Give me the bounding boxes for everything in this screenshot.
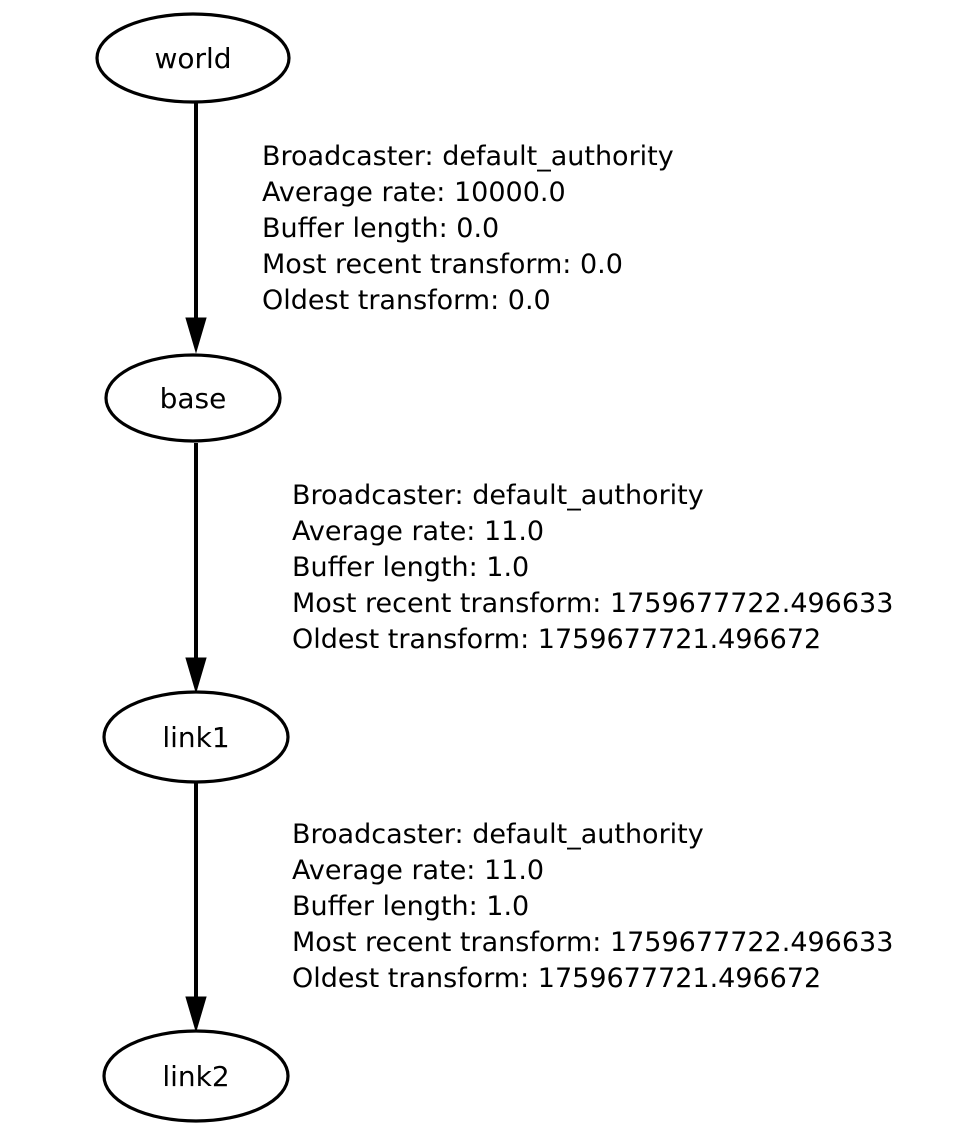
edge-link1-link2: Broadcaster: default_authority Average r… <box>185 783 893 1033</box>
edge-label-line: Buffer length: 1.0 <box>292 552 529 583</box>
node-label: link1 <box>162 721 229 754</box>
edge-base-link1: Broadcaster: default_authority Average r… <box>185 443 893 694</box>
node-ellipse <box>95 12 291 104</box>
edge-world-base: Broadcaster: default_authority Average r… <box>185 103 674 354</box>
edge-label-line: Average rate: 11.0 <box>292 516 544 547</box>
edge-label-line: Broadcaster: default_authority <box>262 141 674 172</box>
edge-label-line: Most recent transform: 0.0 <box>262 249 623 280</box>
edge-label-line: Buffer length: 0.0 <box>262 213 499 244</box>
edge-label-line: Average rate: 10000.0 <box>262 177 566 208</box>
node-world[interactable]: world <box>95 12 291 104</box>
edge-label-line: Average rate: 11.0 <box>292 855 544 886</box>
edge-label-line: Most recent transform: 1759677722.496633 <box>292 927 893 958</box>
arrowhead-icon <box>185 317 207 354</box>
node-ellipse <box>104 353 282 443</box>
edge-label-line: Most recent transform: 1759677722.496633 <box>292 588 893 619</box>
node-label: base <box>160 382 227 415</box>
arrowhead-icon <box>185 996 207 1033</box>
edge-label-line: Oldest transform: 0.0 <box>262 285 551 316</box>
edge-label-line: Broadcaster: default_authority <box>292 819 704 850</box>
node-label: link2 <box>162 1060 229 1093</box>
edge-label-line: Broadcaster: default_authority <box>292 480 704 511</box>
edge-label-line: Buffer length: 1.0 <box>292 891 529 922</box>
edge-label-line: Oldest transform: 1759677721.496672 <box>292 624 821 655</box>
arrowhead-icon <box>185 657 207 694</box>
node-label: world <box>154 42 231 75</box>
node-link2[interactable]: link2 <box>102 1029 290 1123</box>
node-link1[interactable]: link1 <box>102 690 290 784</box>
edge-label-line: Oldest transform: 1759677721.496672 <box>292 963 821 994</box>
node-ellipse <box>102 1029 290 1123</box>
node-ellipse <box>102 690 290 784</box>
node-base[interactable]: base <box>104 353 282 443</box>
